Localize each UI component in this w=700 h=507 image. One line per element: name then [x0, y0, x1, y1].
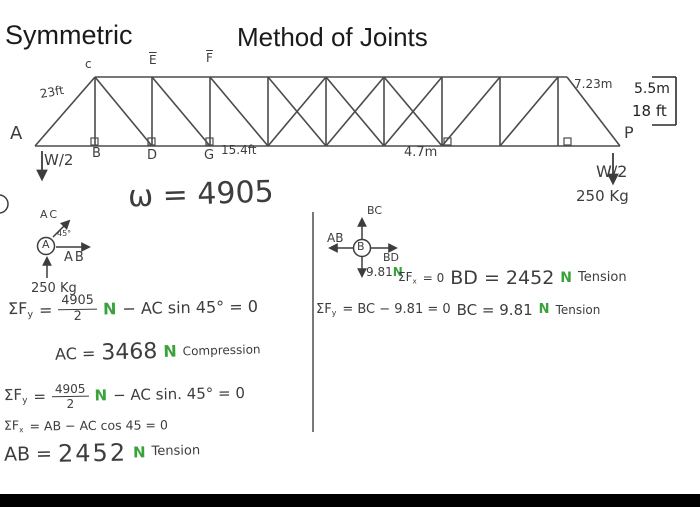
- result-ab: AB = 2452 N Tension: [4, 438, 201, 468]
- joint-b-member-ab-label: AB: [327, 231, 344, 245]
- joint-b-member-bd-label: BD: [383, 251, 400, 264]
- dim-5-5m: 5.5m: [634, 81, 670, 97]
- joint-a-node-circle: [36, 236, 56, 256]
- sigma-f-term: ΣFx: [3, 417, 24, 435]
- sigma-f-symbol: ΣF: [3, 417, 20, 433]
- joint-b-free-body-diagram: [328, 217, 398, 278]
- node-label-e: E: [149, 53, 157, 67]
- joint-connection-squares: [90, 137, 572, 146]
- dim-7-23m: 7.23m: [574, 77, 613, 91]
- sigma-f-term: ΣFy: [7, 298, 34, 321]
- result-bc-note: Tension: [555, 302, 601, 317]
- equation-rhs: − AC sin 45° = 0: [122, 296, 259, 318]
- result-bc-value: BC = 9.81: [456, 301, 533, 319]
- joint-a-node-letter: A: [42, 238, 50, 251]
- result-ab-value: 2452: [57, 438, 128, 468]
- joint-a-angle-label: 45°: [57, 229, 72, 238]
- dim-15-4ft: 15.4ft: [221, 143, 257, 157]
- unit-newton: N: [163, 341, 177, 362]
- result-ab-note: Tension: [151, 443, 201, 460]
- joint-a-reaction-label: 250 Kg: [31, 281, 77, 296]
- node-label-a: A: [10, 123, 23, 144]
- result-bd-value: BD = 2452: [450, 267, 555, 289]
- unit-newton: N: [102, 298, 117, 319]
- force-ac-arrow-icon: [52, 219, 71, 238]
- equation-rhs: − AC sin. 45° = 0: [112, 384, 246, 405]
- equation-joint-b-fx: ΣFx = 0 BD = 2452 N Tension: [398, 268, 627, 289]
- sigma-f-subscript: y: [331, 308, 337, 318]
- equation-sum-fx: ΣFx = AB − AC cos 45 = 0: [4, 417, 168, 434]
- sigma-f-subscript: x: [19, 425, 24, 435]
- sigma-f-term: ΣFx: [398, 270, 417, 286]
- sigma-f-subscript: x: [412, 276, 417, 286]
- page-title-symmetric: Symmetric: [5, 20, 133, 50]
- sigma-f-symbol: ΣF: [398, 270, 413, 285]
- page-title-method-of-joints: Method of Joints: [237, 22, 428, 52]
- partial-circle-annotation: [0, 194, 9, 214]
- equals-sign: =: [38, 299, 53, 320]
- letterbox-bar: [0, 494, 700, 507]
- truss-figure: [34, 76, 677, 186]
- equals-sign: =: [33, 387, 47, 406]
- sigma-f-subscript: y: [22, 396, 28, 407]
- equation-rest: = AB − AC cos 45 = 0: [29, 417, 168, 434]
- right-load-label: W/2: [596, 162, 628, 181]
- joint-b-node-circle: [352, 238, 372, 258]
- result-ab-lhs: AB =: [3, 442, 53, 466]
- equation-rest: = 0: [422, 270, 445, 285]
- joint-a-free-body-diagram: [36, 219, 91, 278]
- node-label-c: c: [85, 57, 92, 71]
- node-label-p: P: [624, 123, 634, 142]
- fraction-denominator: 2: [73, 308, 83, 324]
- sigma-f-subscript: y: [27, 308, 34, 321]
- truss-members: [34, 76, 621, 147]
- dim-18ft: 18 ft: [632, 102, 667, 120]
- left-load-label: W/2: [44, 151, 74, 169]
- unit-newton: N: [538, 302, 550, 318]
- joint-a-member-ac-label: AC: [40, 208, 60, 221]
- load-arrows: [36, 151, 619, 186]
- result-bd-note: Tension: [578, 270, 627, 286]
- node-label-d: D: [147, 148, 158, 163]
- sigma-f-symbol: ΣF: [316, 301, 332, 317]
- joint-a-member-ab-label: AB: [64, 250, 86, 265]
- sigma-f-symbol: ΣF: [7, 298, 28, 319]
- joint-b-member-bc-label: BC: [367, 204, 383, 217]
- equation-rest: = BC − 9.81 = 0: [342, 302, 451, 318]
- unit-newton: N: [132, 443, 146, 462]
- sigma-f-symbol: ΣF: [3, 386, 23, 405]
- fraction-numerator: 4905: [58, 293, 97, 311]
- sigma-f-term: ΣFy: [3, 386, 28, 407]
- joint-b-load-unit: N: [392, 265, 403, 279]
- height-dimension-bracket: [652, 76, 677, 126]
- node-label-g: G: [204, 148, 215, 163]
- result-ac-lhs: AC =: [54, 343, 96, 364]
- joint-b-load-label: 9.81N: [366, 265, 403, 279]
- equation-joint-b-fy: ΣFy = BC − 9.81 = 0 BC = 9.81 N Tension: [316, 302, 600, 319]
- sigma-f-term: ΣFy: [316, 301, 337, 318]
- fraction-numerator: 4905: [51, 382, 89, 398]
- unit-newton: N: [94, 386, 108, 405]
- node-label-f: F: [206, 51, 213, 65]
- unit-newton: N: [560, 269, 573, 286]
- right-load-mass: 250 Kg: [576, 187, 629, 205]
- node-label-b: B: [92, 146, 101, 161]
- result-ac-note: Compression: [182, 341, 261, 358]
- joint-b-load-value: 9.81: [366, 265, 393, 279]
- fraction-denominator: 2: [66, 396, 75, 412]
- joint-b-node-letter: B: [357, 240, 365, 253]
- result-ac-value: 3468: [101, 339, 158, 366]
- dim-4-7m: 4.7m: [404, 145, 438, 160]
